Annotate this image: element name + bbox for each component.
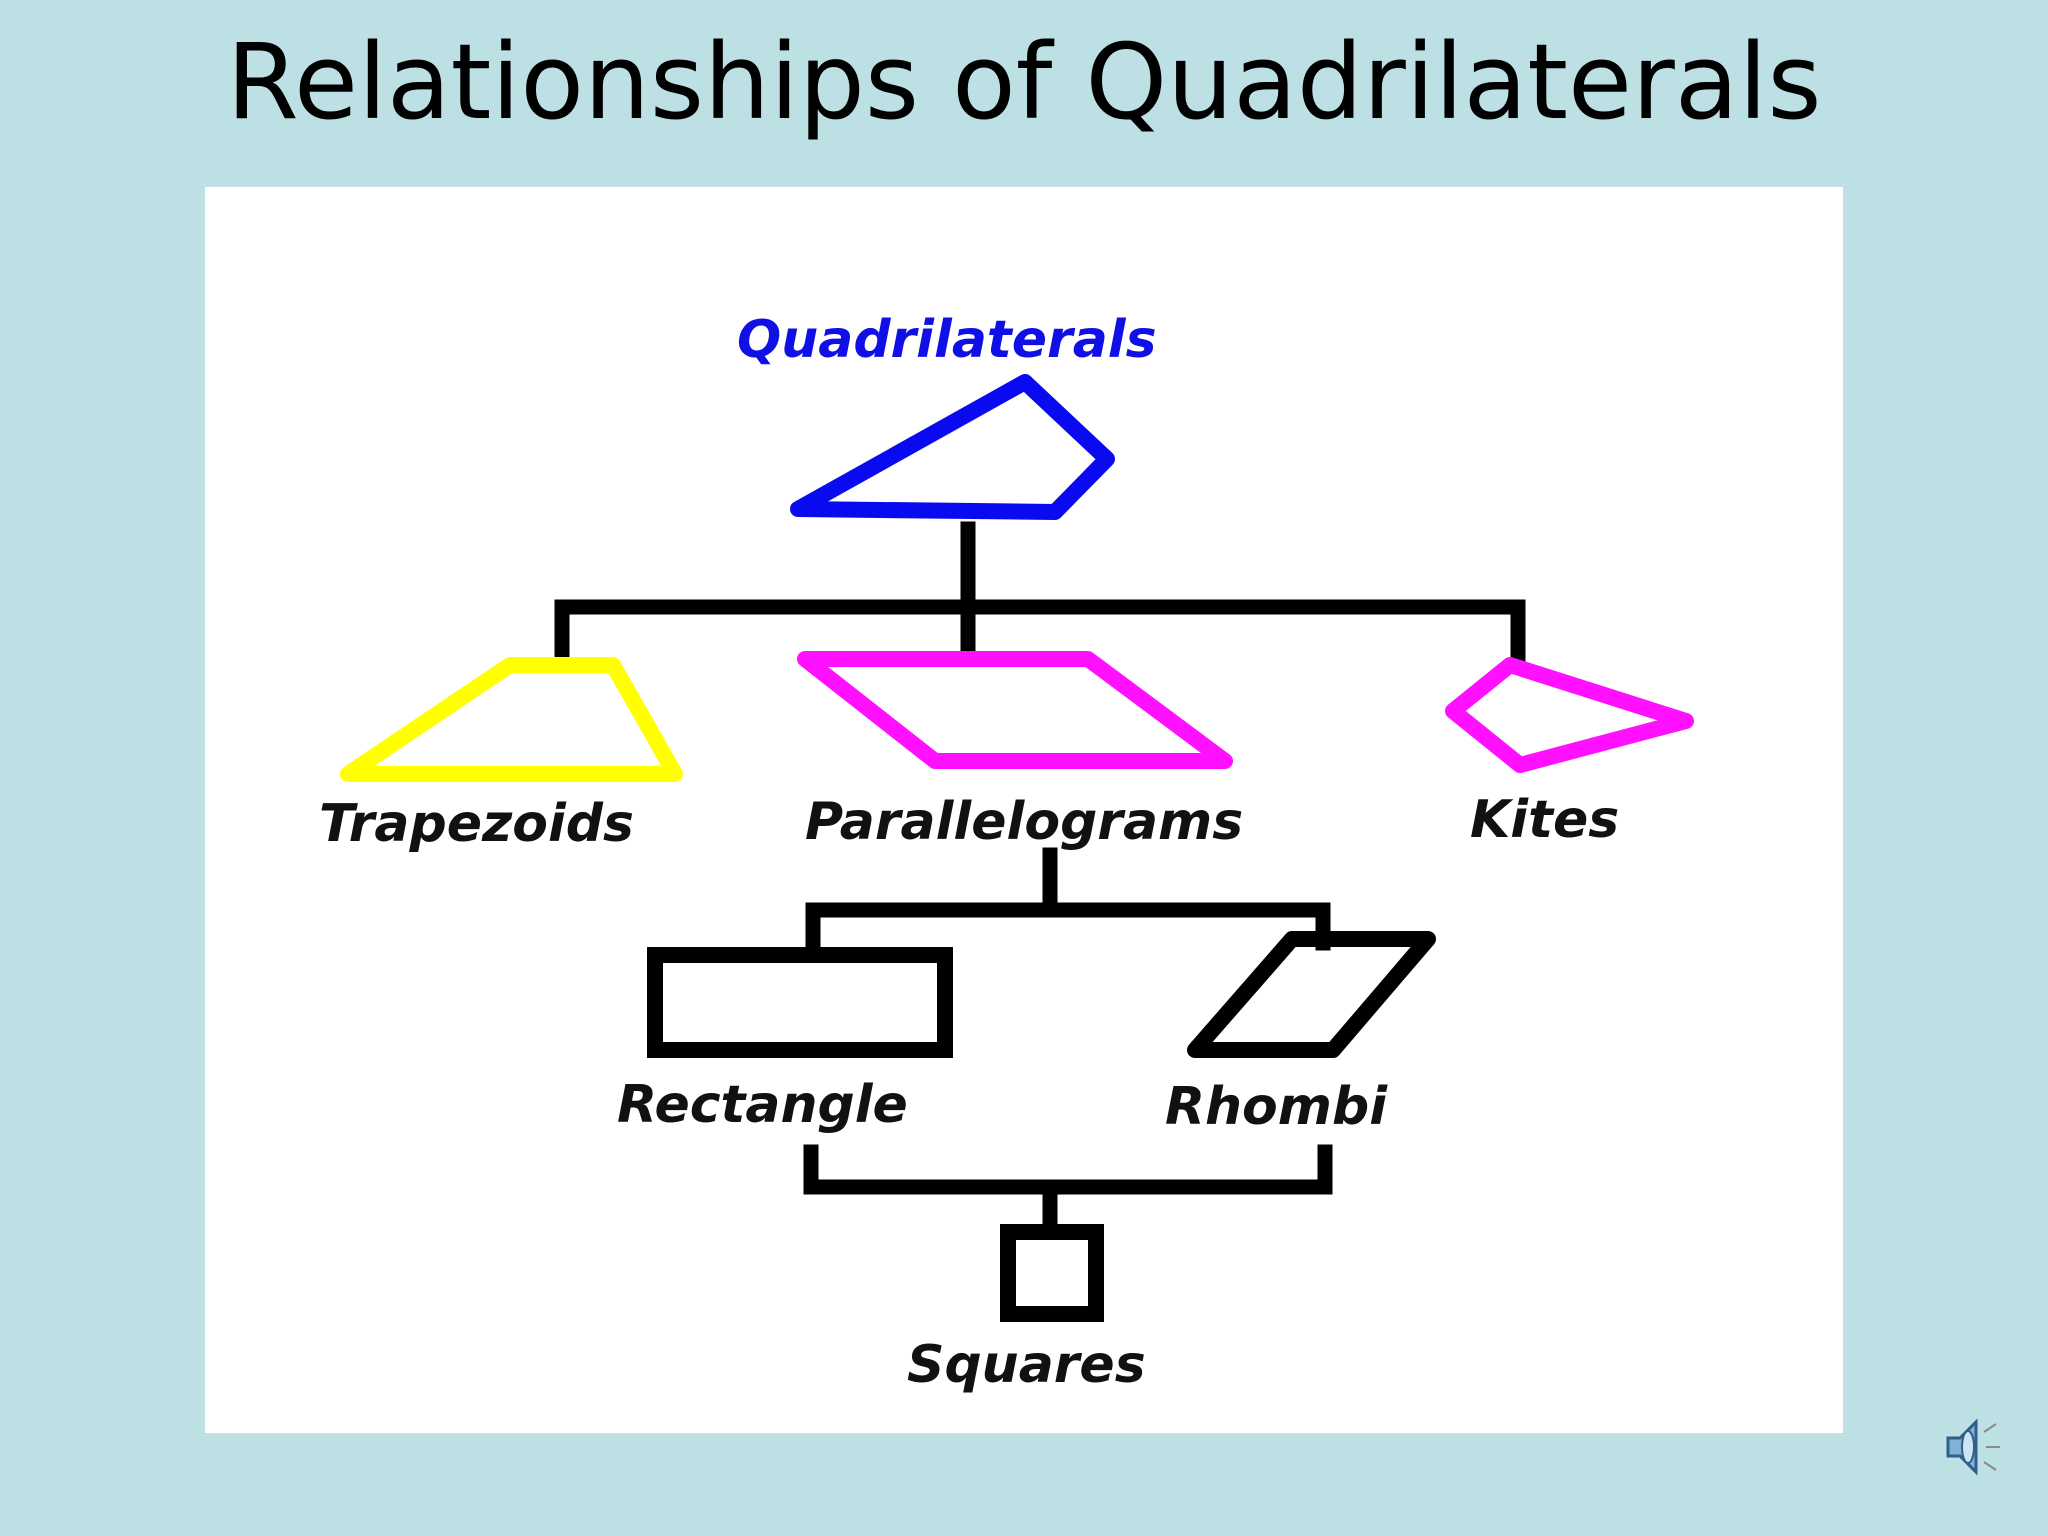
- parallelogram-shape: [797, 651, 1233, 769]
- label-quadrilaterals: Quadrilaterals: [737, 310, 1157, 370]
- square-shape: [1000, 1224, 1104, 1322]
- label-rectangle: Rectangle: [617, 1075, 908, 1135]
- label-squares: Squares: [907, 1335, 1146, 1395]
- label-rhombi: Rhombi: [1165, 1077, 1388, 1137]
- quadrilateral-shape: [790, 374, 1115, 520]
- connectors: [554, 521, 1526, 1233]
- label-parallelograms: Parallelograms: [805, 792, 1243, 852]
- rectangle-shape: [647, 947, 953, 1058]
- diagram-panel: Quadrilaterals Trapezoids Parallelograms…: [205, 187, 1843, 1433]
- slide-title: Relationships of Quadrilaterals: [226, 21, 1822, 143]
- connector-bar-middle: [805, 902, 1331, 951]
- trapezoid-shape: [340, 657, 683, 782]
- label-kites: Kites: [1470, 790, 1619, 850]
- speaker-icon: [1946, 1418, 2000, 1476]
- label-trapezoids: Trapezoids: [319, 794, 634, 854]
- hierarchy-diagram: Quadrilaterals Trapezoids Parallelograms…: [319, 310, 1694, 1395]
- rhombus-shape: [1187, 931, 1436, 1058]
- connector-bar-bottom: [803, 1144, 1333, 1195]
- connector-bar-top: [554, 599, 1526, 668]
- audio-button[interactable]: [1944, 1412, 2004, 1482]
- kite-shape: [1445, 657, 1694, 773]
